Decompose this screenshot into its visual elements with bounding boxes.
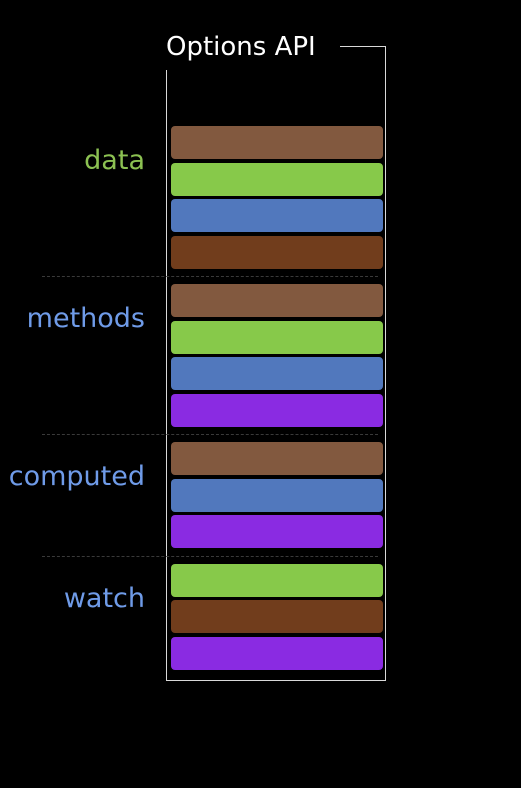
block-data-brown xyxy=(171,126,383,159)
section-label-watch: watch xyxy=(63,582,145,614)
block-methods-purple xyxy=(171,394,383,427)
block-methods-blue xyxy=(171,357,383,390)
section-label-methods: methods xyxy=(26,303,145,334)
block-data-green xyxy=(171,163,383,196)
block-watch-rust xyxy=(171,600,383,633)
block-data-blue xyxy=(171,199,383,232)
frame-right-border xyxy=(385,46,386,681)
block-watch-green xyxy=(171,564,383,597)
block-computed-brown xyxy=(171,442,383,475)
block-data-rust xyxy=(171,236,383,269)
block-computed-blue xyxy=(171,479,383,512)
frame-title: Options API xyxy=(166,30,320,64)
section-divider xyxy=(42,276,378,277)
block-methods-green xyxy=(171,321,383,354)
frame-bottom-border xyxy=(166,680,386,681)
section-label-data: data xyxy=(84,145,145,176)
frame-left-border xyxy=(166,70,167,681)
block-methods-brown xyxy=(171,284,383,317)
block-computed-purple xyxy=(171,515,383,548)
section-divider xyxy=(42,434,378,435)
block-watch-purple xyxy=(171,637,383,670)
section-label-computed: computed xyxy=(8,461,145,492)
frame-top-border xyxy=(340,46,386,47)
section-divider xyxy=(42,555,378,557)
